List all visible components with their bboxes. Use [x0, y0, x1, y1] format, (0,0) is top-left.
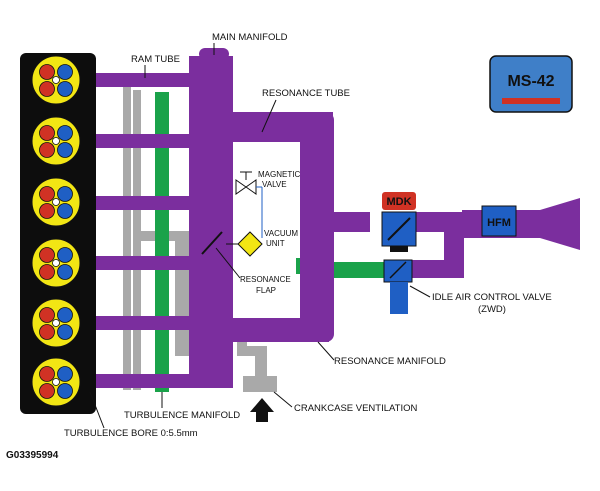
label-resonance-tube: RESONANCE TUBE — [262, 88, 350, 99]
label-crankcase-ventilation: CRANKCASE VENTILATION — [294, 403, 417, 414]
label-resonance-flap-2: FLAP — [256, 286, 276, 295]
air-intake-duct — [462, 198, 580, 250]
label-main-manifold: MAIN MANIFOLD — [212, 32, 288, 43]
cylinder-icon — [31, 298, 81, 348]
cylinder-icon — [31, 177, 81, 227]
label-vacuum-unit-2: UNIT — [266, 239, 285, 248]
label-resonance-flap-1: RESONANCE — [240, 275, 291, 284]
idle-air-control-valve — [383, 259, 413, 314]
ecu-label: MS-42 — [507, 73, 554, 90]
resonance-flap — [201, 231, 223, 255]
cylinder-bank — [31, 55, 81, 407]
label-vacuum-unit-1: VACUUM — [264, 229, 298, 238]
label-turbulence-manifold: TURBULENCE MANIFOLD — [124, 410, 240, 421]
main-manifold — [96, 48, 464, 388]
crankcase-vent-pipe — [237, 342, 277, 392]
ecu-module-icon: MS-42 — [489, 55, 573, 113]
arrow-up-icon — [250, 398, 274, 422]
hfm-label: HFM — [487, 217, 511, 229]
label-ram-tube: RAM TUBE — [131, 54, 180, 65]
cylinder-icon — [31, 238, 81, 288]
label-magnetic-valve-2: VALVE — [262, 180, 287, 189]
hfm-sensor: HFM — [481, 205, 517, 237]
figure-id: G03395994 — [6, 450, 59, 461]
cylinder-icon — [31, 116, 81, 166]
mdk-label: MDK — [386, 196, 411, 208]
magnetic-valve — [235, 171, 263, 238]
cylinder-icon — [31, 55, 81, 105]
label-idle-air-control-valve: IDLE AIR CONTROL VALVE — [432, 292, 552, 303]
cylinder-icon — [31, 357, 81, 407]
label-magnetic-valve-1: MAGNETIC — [258, 170, 300, 179]
label-zwd: (ZWD) — [478, 304, 506, 315]
mdk-throttle: MDK — [381, 192, 417, 252]
label-resonance-manifold: RESONANCE MANIFOLD — [334, 356, 446, 367]
label-turbulence-bore: TURBULENCE BORE 0:5.5mm — [64, 428, 198, 439]
vacuum-unit — [226, 231, 263, 257]
